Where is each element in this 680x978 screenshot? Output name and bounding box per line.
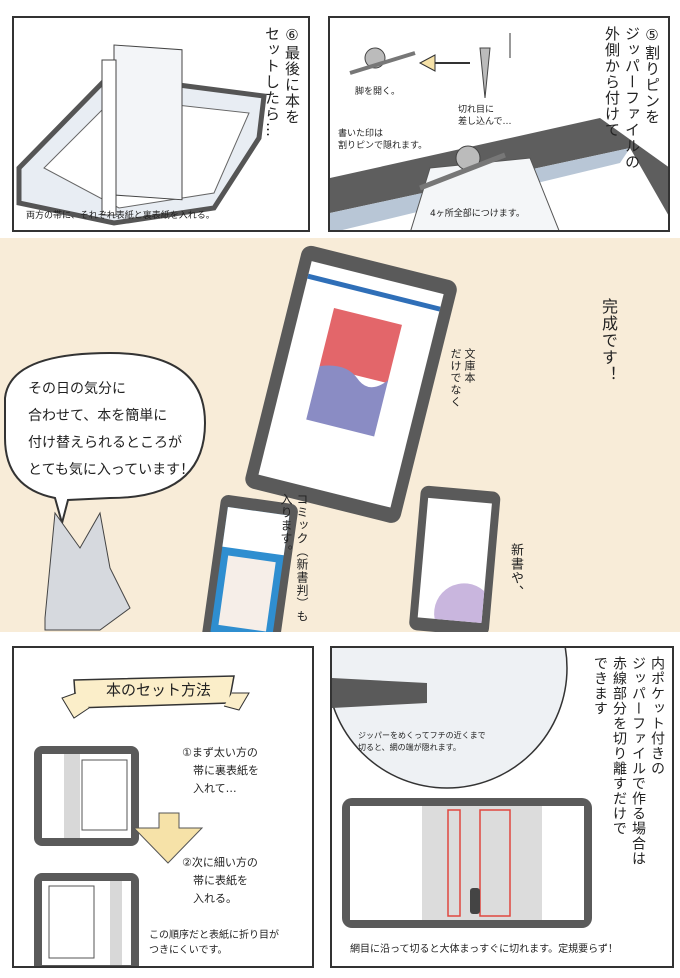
split-pin-illustration	[330, 33, 668, 230]
step6-heading: ⑥最後に本をセットしたら…	[263, 26, 301, 138]
zoom-note: ジッパーをめくってフチの近くまで 切ると、網の端が隠れます。	[358, 731, 486, 752]
note-mark: 書いた印は 割りピンで隠れます。	[338, 129, 428, 151]
bunko-note: 文庫本だけでなく	[449, 348, 476, 408]
panel-howto: 本のセット方法 ①まず太い方の 帯に裏表紙を 入れて… ②次に細い方の 帯に表紙…	[12, 646, 314, 968]
panel-step5: ⑤割りピンをジッパーファイルの外側から付けて 脚を開く。 切れ目に 差し込んで……	[328, 16, 670, 232]
panel-step6: ⑥最後に本をセットしたら… 両方の帯に、それぞれ表紙と裏表紙を入れる。	[12, 16, 310, 232]
panel-inner-pocket: 内ポケット付きのジッパーファイルで作る場合は赤線部分を切り離すだけでできます ジ…	[330, 646, 674, 968]
note-all-four: 4ヶ所全部につけます。	[430, 209, 525, 219]
howto-step2: ②次に細い方の 帯に表紙を 入れる。	[182, 856, 258, 905]
completion-section: 完成です！ その日の気分に 合わせて、本を簡単に 付け替えられるところが とても…	[0, 238, 680, 632]
howto-banner: 本のセット方法	[106, 681, 212, 699]
howto-step1: ①まず太い方の 帯に裏表紙を 入れて…	[182, 746, 259, 795]
shinsho-note: 新書や、	[508, 543, 523, 599]
inner-pocket-cut-illustration	[332, 648, 592, 928]
inner-pocket-caption: 網目に沿って切ると大体まっすぐに切れます。定規要らず！	[350, 944, 618, 955]
speech-bubble-text: その日の気分に 合わせて、本を簡単に 付け替えられるところが とても気に入ってい…	[28, 381, 195, 478]
finished-book-covers-illustration	[4, 245, 501, 632]
comic-note: コミック（新書判）も入ります。	[279, 493, 309, 623]
note-open-legs: 脚を開く。	[355, 87, 401, 97]
inner-pocket-heading: 内ポケット付きのジッパーファイルで作る場合は赤線部分を切り離すだけでできます	[592, 656, 665, 866]
completion-title: 完成です！	[599, 298, 618, 383]
howto-illustrations	[34, 675, 250, 966]
step5-heading: ⑤割りピンをジッパーファイルの外側から付けて	[603, 26, 661, 170]
step6-caption: 両方の帯に、それぞれ表紙と裏表紙を入れる。	[26, 211, 215, 221]
open-zipper-file-with-book-illustration	[16, 44, 267, 226]
howto-tip: この順序だと表紙に折り目が つきにくいです。	[149, 930, 279, 956]
note-insert: 切れ目に 差し込んで…	[458, 105, 512, 127]
